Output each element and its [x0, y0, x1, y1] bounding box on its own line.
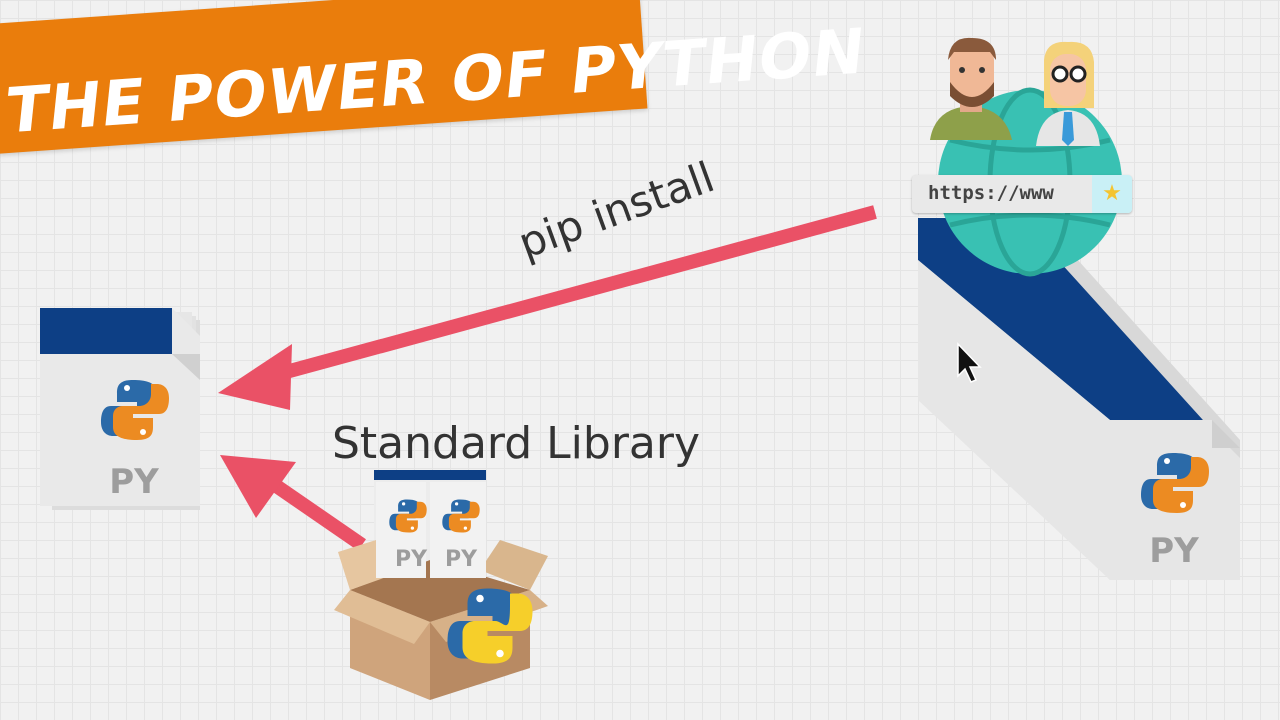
person-avatar-icon-2 [1036, 41, 1100, 146]
py-label-box-right: PY [445, 547, 478, 572]
browser-url-bar: https://www ★ [912, 175, 1132, 213]
standard-library-arrow [220, 455, 366, 551]
py-label-box-left: PY [395, 547, 428, 572]
python-file-stack-left: PY [40, 308, 200, 510]
py-label-stack: PY [1149, 531, 1199, 571]
person-avatar-icon [930, 37, 1012, 140]
mouse-cursor-icon [957, 342, 982, 383]
url-text: https://www [928, 182, 1054, 204]
py-label-main: PY [109, 462, 159, 502]
cardboard-box-icon: PY PY [334, 470, 548, 700]
pip-install-arrow [218, 205, 877, 410]
star-icon: ★ [1092, 175, 1132, 213]
standard-library-label: Standard Library [332, 418, 701, 469]
python-file-stack-right: PY [918, 218, 1240, 580]
